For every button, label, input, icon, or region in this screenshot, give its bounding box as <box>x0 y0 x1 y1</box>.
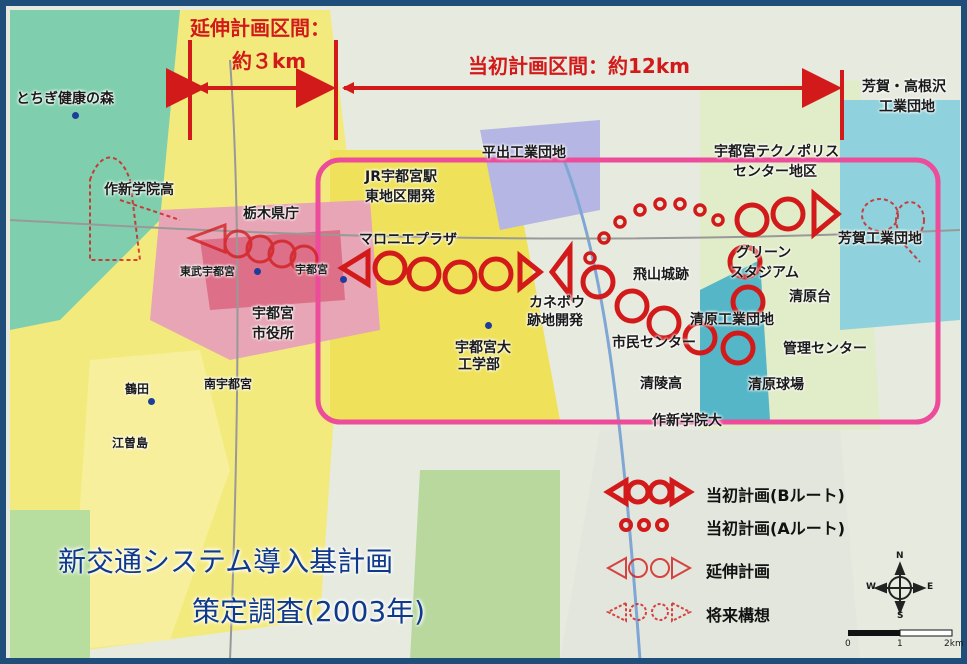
place-label: 跡地開発 <box>527 313 583 329</box>
place-label: 作新学院高 <box>104 182 174 198</box>
place-label: とちぎ健康の森 <box>16 91 114 107</box>
place-label: スタジアム <box>730 265 800 281</box>
place-label: カネボウ <box>529 295 585 311</box>
compass-north: N <box>896 551 904 561</box>
place-label: 鶴田 <box>125 382 150 396</box>
initial-plan-highlight <box>315 157 941 425</box>
b-route-line <box>337 188 842 366</box>
station-marker <box>340 276 347 283</box>
place-label: グリーン <box>736 245 792 261</box>
place-label: 東武宇都宮 <box>180 265 235 278</box>
place-label: 市民センター <box>612 335 696 351</box>
scale-bar <box>848 629 953 637</box>
a-route-line <box>583 197 725 265</box>
place-label: 清陵高 <box>640 376 682 392</box>
place-label: 宇都宮 <box>295 263 328 276</box>
green-zone-south <box>410 470 560 660</box>
place-label: 清原工業団地 <box>690 312 774 328</box>
place-label: 芳賀工業団地 <box>838 231 922 247</box>
hiraide-industrial-zone <box>480 120 600 230</box>
place-label: 飛山城跡 <box>633 267 689 283</box>
extension-section-label: 延伸計画区間： <box>190 16 330 40</box>
scale-label-zero: 0 <box>845 639 851 649</box>
place-label: センター地区 <box>733 164 817 180</box>
place-label: マロニエプラザ <box>359 232 457 248</box>
place-label: 宇都宮 <box>252 306 294 322</box>
place-label: 平出工業団地 <box>482 145 566 161</box>
compass-rose-icon <box>873 561 927 615</box>
place-label: 芳賀・高根沢 <box>862 79 946 95</box>
place-label: 市役所 <box>252 326 294 342</box>
scale-label-one: 1 <box>897 639 903 649</box>
place-label: 南宇都宮 <box>204 377 253 391</box>
place-label: 工学部 <box>458 357 500 373</box>
place-label: 清原球場 <box>748 377 804 393</box>
haga-industrial-zone <box>840 100 960 330</box>
kiyohara-industrial-zone <box>700 260 770 420</box>
scale-label-two: 2km <box>944 639 964 649</box>
place-label: JR宇都宮駅 <box>365 169 437 185</box>
residential-zone-south <box>70 350 230 650</box>
place-label: 清原台 <box>789 289 831 305</box>
compass-south: S <box>897 611 904 621</box>
place-label: 宇都宮テクノポリス <box>714 144 840 160</box>
place-label: 東地区開発 <box>365 189 435 205</box>
place-label: 宇都宮大 <box>455 340 511 356</box>
legend-b-route: 当初計画(Bルート) <box>706 486 845 505</box>
compass-west: W <box>866 582 876 592</box>
station-marker <box>140 440 147 447</box>
place-label: 工業団地 <box>879 99 935 115</box>
station-marker <box>72 112 79 119</box>
place-label: 栃木県庁 <box>243 206 299 222</box>
map-title-line2: 策定調査(2003年) <box>192 595 426 628</box>
initial-section-label: 当初計画区間：約12km <box>468 54 690 78</box>
legend-extension: 延伸計画 <box>706 562 771 581</box>
green-zone-northwest <box>10 10 180 330</box>
extension-length-label: 約３km <box>232 49 307 73</box>
place-label: 作新学院大 <box>652 413 722 429</box>
station-marker <box>485 322 492 329</box>
compass-east: E <box>927 582 934 592</box>
legend-a-route: 当初計画(Aルート) <box>706 519 846 538</box>
legend-symbols <box>603 476 695 623</box>
station-marker <box>148 398 155 405</box>
place-label: 管理センター <box>783 341 867 357</box>
legend-future: 将来構想 <box>706 606 771 625</box>
green-zone-southwest <box>10 510 90 660</box>
place-label: 江曽島 <box>112 436 149 450</box>
map-title-line1: 新交通システム導入基計画 <box>58 545 394 578</box>
station-marker <box>254 268 261 275</box>
